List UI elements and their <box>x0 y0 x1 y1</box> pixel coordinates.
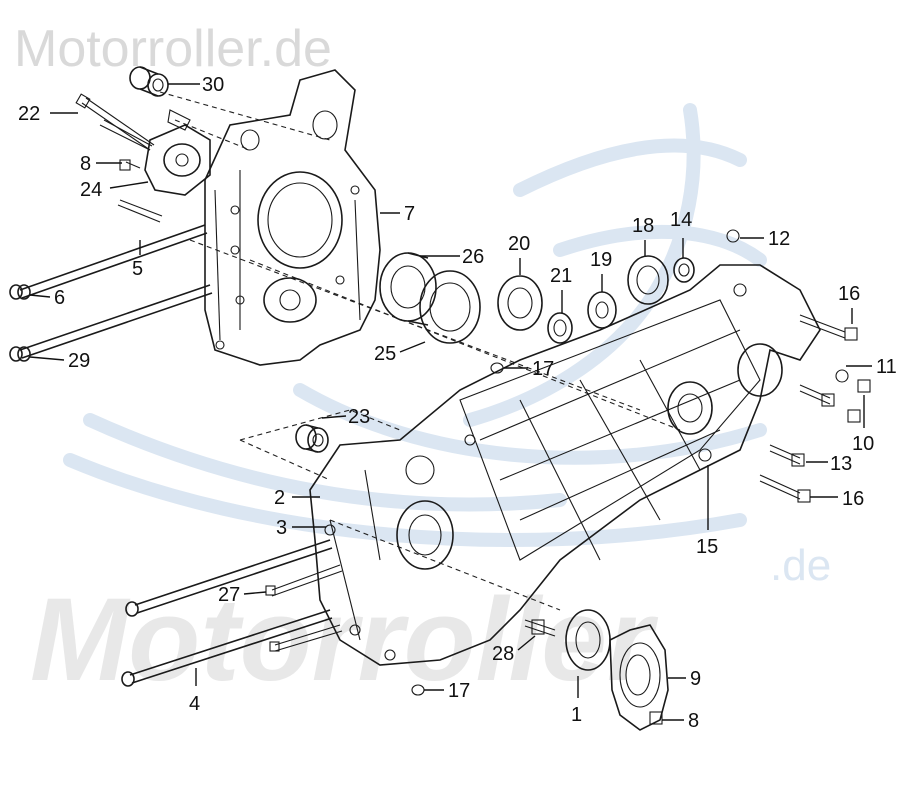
callout-9: 9 <box>690 668 701 690</box>
callout-21: 21 <box>550 265 572 287</box>
callout-19: 19 <box>590 249 612 271</box>
callout-16-bottom: 16 <box>842 488 864 510</box>
callout-4: 4 <box>189 693 200 715</box>
callout-17-bottom: 17 <box>448 680 470 702</box>
callout-labels: 30 22 8 24 7 5 6 29 26 25 20 21 19 18 14… <box>18 74 897 732</box>
callout-28: 28 <box>492 643 514 665</box>
left-crankcase-half <box>204 69 381 366</box>
callout-8-top: 8 <box>80 153 91 175</box>
callout-22: 22 <box>18 103 40 125</box>
callout-26: 26 <box>462 246 484 268</box>
callout-12: 12 <box>768 228 790 250</box>
callout-20: 20 <box>508 233 530 255</box>
cover-plate <box>144 109 211 196</box>
callout-3: 3 <box>276 517 287 539</box>
oil-seal-and-cover <box>565 609 669 731</box>
bolts-left <box>9 93 213 362</box>
bolts-right <box>121 229 871 696</box>
callout-11: 11 <box>876 356 897 378</box>
callout-6: 6 <box>54 287 65 309</box>
bushing-23 <box>295 424 329 453</box>
callout-7: 7 <box>404 203 415 225</box>
callout-29: 29 <box>68 350 90 372</box>
watermark-center-suffix: .de <box>770 541 831 590</box>
bushing-30 <box>129 66 169 97</box>
callout-14: 14 <box>670 209 692 231</box>
callout-27: 27 <box>218 584 240 606</box>
callout-30: 30 <box>202 74 224 96</box>
callout-5: 5 <box>132 258 143 280</box>
callout-17-top: 17 <box>532 358 554 380</box>
leader-lines <box>29 83 872 721</box>
callout-15: 15 <box>696 536 718 558</box>
callout-23: 23 <box>348 406 370 428</box>
callout-24: 24 <box>80 179 102 201</box>
callout-2: 2 <box>274 487 285 509</box>
bearings-and-seals <box>379 252 695 344</box>
callout-10: 10 <box>852 433 874 455</box>
callout-13: 13 <box>830 453 852 475</box>
callout-25: 25 <box>374 343 396 365</box>
watermark-swoosh <box>63 103 767 547</box>
right-crankcase-half <box>309 264 821 666</box>
callout-8-bottom: 8 <box>688 710 699 732</box>
callout-18: 18 <box>632 215 654 237</box>
callout-16-top: 16 <box>838 283 860 305</box>
watermark-top-text: Motorroller.de <box>14 20 332 78</box>
callout-1: 1 <box>571 704 582 726</box>
watermark-center-text: Motorroller <box>30 574 659 706</box>
